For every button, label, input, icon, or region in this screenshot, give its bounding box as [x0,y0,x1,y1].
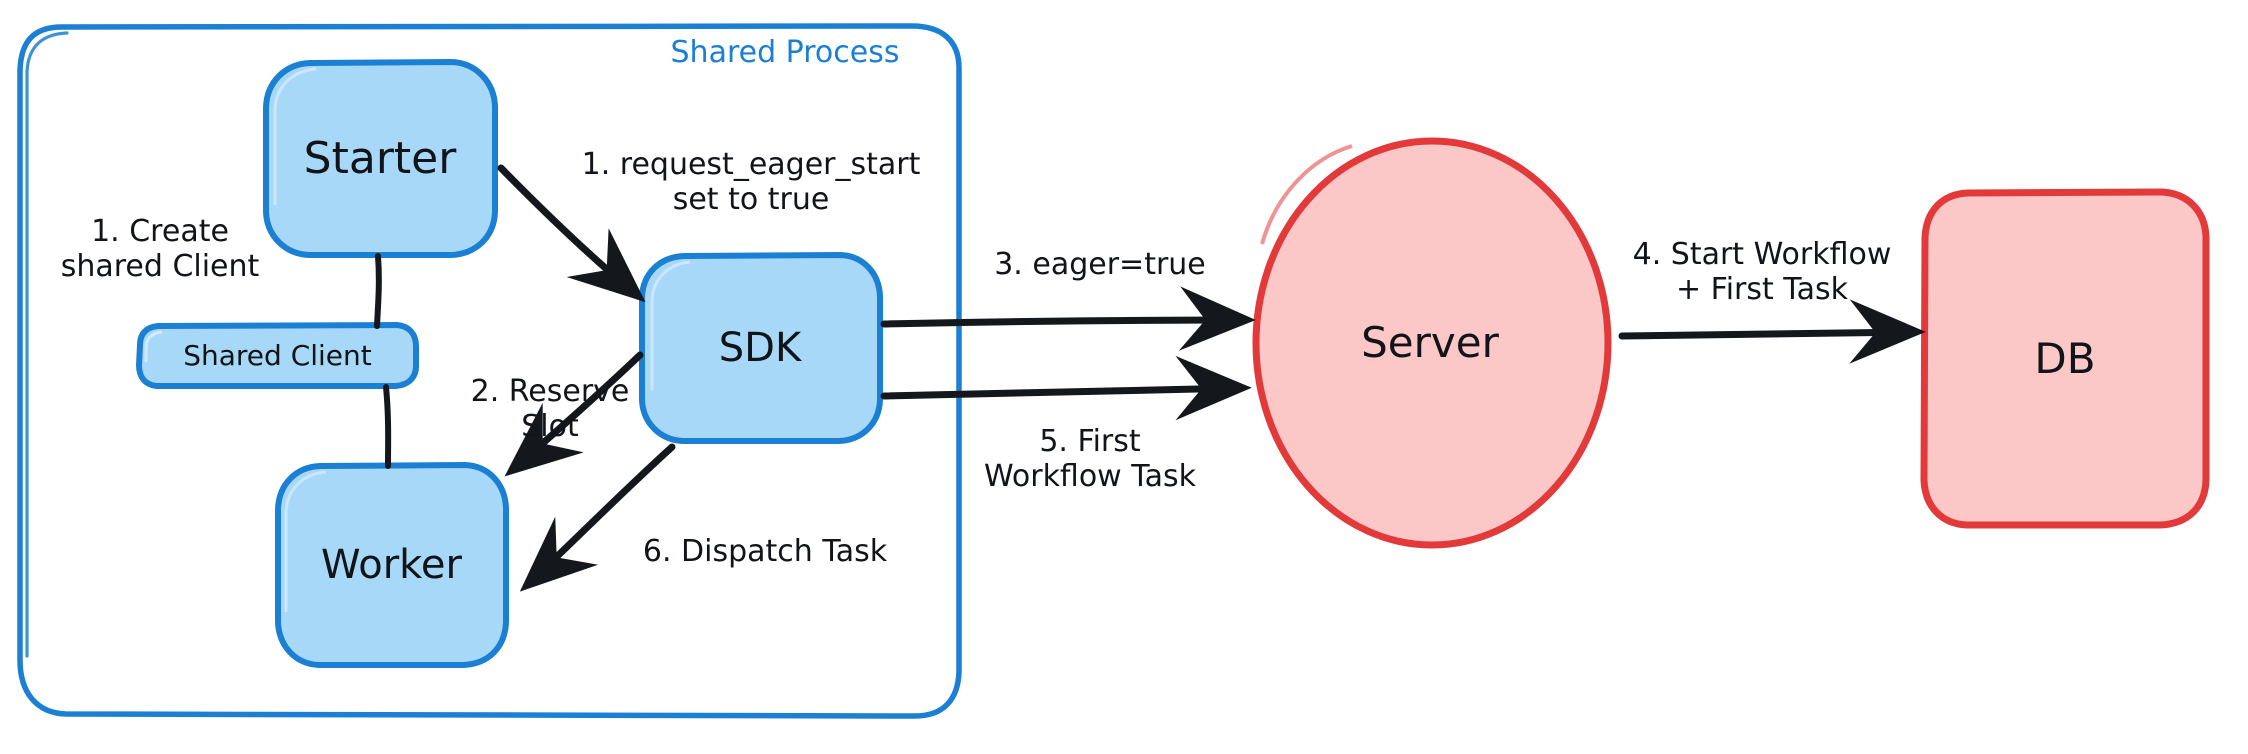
node-starter[interactable] [263,59,498,258]
edge-eager-true [880,286,1256,351]
edge-create-shared-client [374,253,382,329]
edge-first-workflow-task [880,355,1252,421]
edge-label-create-shared-client: 1. Create shared Client [60,214,260,284]
group-title-shared-process: Shared Process [670,35,900,70]
edge-start-workflow [1618,299,1926,364]
edge-label-eager-true: 3. eager=true [994,247,1206,282]
edge-label-start-workflow: 4. Start Workflow + First Task [1632,237,1892,307]
edge-label-reserve-slot: 2. Reserve Slot [470,374,630,444]
edge-label-first-workflow-task: 5. First Workflow Task [983,424,1197,494]
edge-label-request-eager-start: 1. request_eager_start set to true [581,147,921,217]
node-db[interactable] [1920,188,2210,529]
node-sdk[interactable] [639,252,883,444]
node-shared-client[interactable] [136,322,419,389]
edge-request-eager-start [497,164,646,303]
edge-reserve-slot [504,351,644,477]
edge-shared-client-worker [383,384,392,469]
node-worker[interactable] [275,462,509,668]
edge-label-dispatch-task: 6. Dispatch Task [642,534,888,569]
node-server[interactable] [1252,137,1612,549]
edge-dispatch-task [519,443,676,592]
shared-process-group [17,23,962,719]
